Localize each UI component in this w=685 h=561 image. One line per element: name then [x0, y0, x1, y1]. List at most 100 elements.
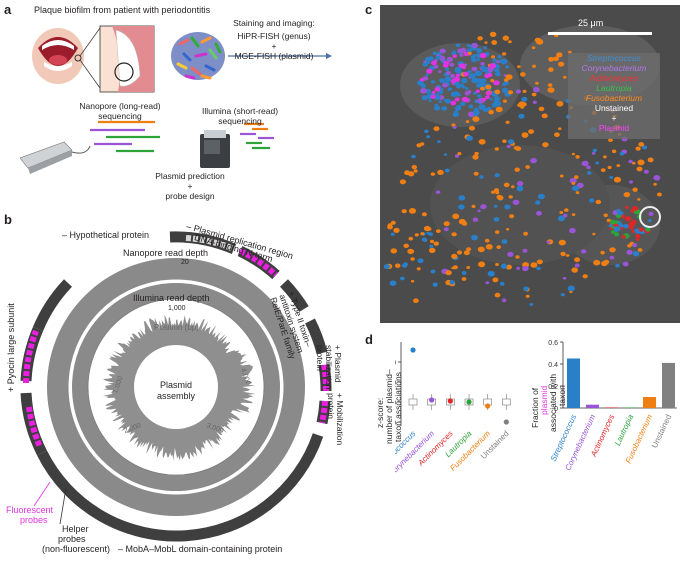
cell-mark — [461, 271, 467, 275]
cell-mark — [485, 91, 492, 96]
cell-mark — [575, 191, 580, 195]
fraction-bar — [567, 358, 580, 408]
cell-mark — [565, 254, 570, 257]
nanopore-label: Nanopore (long-read) — [79, 101, 161, 111]
cell-mark — [452, 111, 459, 117]
cell-mark — [484, 238, 490, 243]
cell-mark — [444, 98, 451, 104]
cell-mark — [495, 106, 503, 113]
cell-mark — [647, 219, 652, 223]
plasmid-map — [20, 231, 332, 542]
cell-mark — [600, 168, 606, 173]
mobilization-label-2: protein — [326, 393, 336, 419]
cell-mark — [508, 195, 513, 199]
cell-mark — [408, 208, 417, 214]
cell-mark — [457, 152, 462, 156]
cell-mark — [478, 261, 486, 268]
cell-mark — [513, 146, 519, 150]
cell-mark — [410, 257, 415, 261]
cell-mark — [495, 71, 501, 77]
cell-mark — [494, 89, 501, 95]
cell-mark — [547, 87, 555, 93]
cell-mark — [389, 280, 397, 287]
cell-mark — [492, 277, 499, 283]
cell-mark — [560, 174, 564, 178]
legend-corynebacterium: Corynebacterium — [581, 63, 647, 73]
cell-mark — [508, 40, 512, 44]
cell-mark — [473, 91, 477, 95]
depth-1000-label: 1,000 — [168, 305, 186, 312]
cell-mark — [611, 226, 615, 229]
cell-mark — [623, 224, 629, 229]
cell-mark — [531, 46, 536, 50]
cell-mark — [500, 263, 508, 269]
cell-mark — [496, 245, 501, 250]
assembly-center-label: assembly — [156, 391, 195, 401]
cell-mark — [464, 87, 469, 90]
stabilization-label-1: + Plasmid — [333, 345, 343, 383]
cell-mark — [449, 280, 455, 285]
cell-mark — [461, 96, 469, 103]
cell-mark — [471, 204, 476, 208]
cell-mark — [582, 274, 588, 279]
cell-mark — [593, 259, 601, 266]
cell-mark — [581, 160, 589, 167]
cell-mark — [523, 286, 529, 292]
cell-mark — [463, 71, 469, 77]
cell-mark — [461, 78, 468, 84]
cell-mark — [501, 298, 507, 303]
cell-mark — [575, 155, 580, 159]
cell-mark — [413, 298, 419, 304]
cell-mark — [563, 213, 568, 218]
zscore-tick-label: 0 — [395, 400, 396, 407]
illumina-reads — [240, 122, 274, 150]
legend-unstained: Unstained — [594, 103, 634, 113]
fraction-bar-chart: 0.60.40.20StreptococcusCorynebacteriumAc… — [548, 340, 677, 472]
cell-mark — [433, 241, 439, 246]
plus-label: + — [271, 41, 277, 51]
cell-mark — [474, 151, 479, 156]
cell-mark — [394, 263, 401, 268]
cell-mark — [532, 87, 540, 93]
cell-mark — [461, 85, 466, 89]
cell-mark — [407, 248, 415, 255]
moba-mobl-label: – MobA–MobL domain-containing protein — [118, 544, 283, 554]
cell-mark — [571, 213, 576, 217]
cell-mark — [452, 54, 457, 58]
cell-mark — [452, 213, 460, 220]
cell-mark — [603, 259, 610, 265]
cell-mark — [438, 100, 442, 104]
cell-mark — [628, 159, 633, 164]
cell-mark — [530, 262, 538, 268]
cell-mark — [482, 98, 486, 102]
cell-mark — [609, 255, 615, 260]
cell-mark — [430, 172, 436, 176]
cell-mark — [478, 139, 486, 145]
cell-mark — [501, 239, 508, 244]
cell-mark — [449, 62, 455, 67]
cell-mark — [494, 68, 500, 73]
stabilization-label-3: protein — [315, 345, 325, 371]
cell-mark — [564, 208, 569, 212]
cell-mark — [458, 63, 465, 68]
cell-mark — [451, 232, 457, 237]
cell-mark — [536, 266, 541, 271]
cell-mark — [422, 62, 428, 67]
cell-mark — [426, 61, 431, 64]
lower-left-probes — [26, 406, 43, 449]
cell-mark — [595, 199, 602, 205]
cell-mark — [477, 246, 485, 253]
cell-mark — [411, 279, 415, 283]
cell-mark — [426, 135, 431, 139]
cell-mark — [613, 176, 621, 183]
cell-mark — [505, 65, 510, 69]
cell-mark — [485, 244, 493, 250]
cell-mark — [467, 70, 472, 74]
cell-mark — [608, 224, 613, 228]
cell-mark — [488, 109, 494, 115]
cell-mark — [491, 102, 498, 108]
fraction-bar — [643, 397, 656, 408]
illumina-sequencing-label: sequencing — [218, 116, 262, 126]
cell-mark — [632, 243, 638, 248]
panel-b-letter: b — [4, 212, 12, 227]
